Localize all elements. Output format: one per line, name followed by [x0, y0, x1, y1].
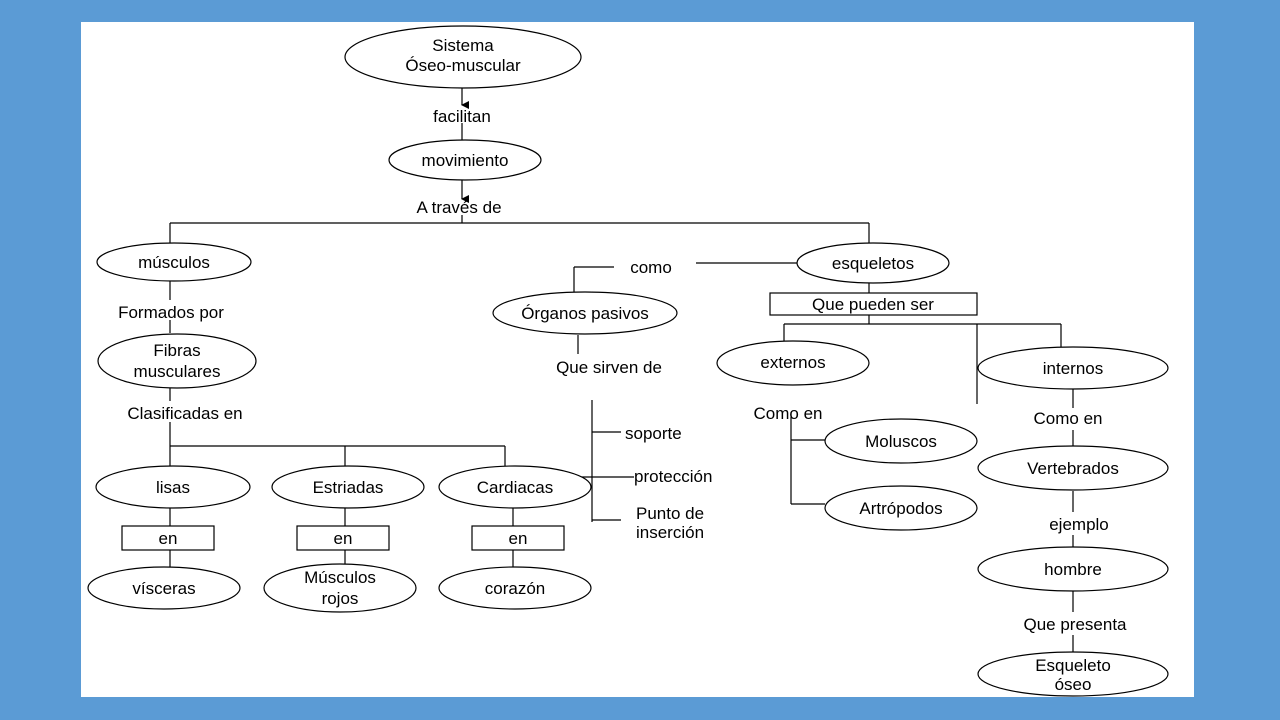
- link-que-presenta: Que presenta: [1023, 615, 1127, 634]
- box-en-estriadas-label: en: [334, 529, 353, 548]
- node-hombre-label: hombre: [1044, 560, 1102, 579]
- link-a-traves-de: A través de: [416, 198, 501, 217]
- link-facilitan: facilitan: [433, 107, 491, 126]
- node-esqueleto-oseo-line2: óseo: [1055, 675, 1092, 694]
- node-internos-label: internos: [1043, 359, 1103, 378]
- link-como-en-externos: Como en: [754, 404, 823, 423]
- box-que-pueden-ser: Que pueden ser: [769, 292, 978, 316]
- node-sistema-oseo-muscular: Sistema Óseo-muscular: [344, 25, 582, 89]
- node-organos-pasivos: Órganos pasivos: [492, 291, 678, 335]
- function-soporte: soporte: [625, 424, 682, 443]
- box-en-lisas-label: en: [159, 529, 178, 548]
- node-externos-label: externos: [760, 353, 825, 372]
- node-vertebrados-label: Vertebrados: [1027, 459, 1119, 478]
- node-lisas: lisas: [95, 465, 251, 509]
- node-corazon-label: corazón: [485, 579, 545, 598]
- node-visceras: vísceras: [87, 566, 241, 610]
- node-visceras-label: vísceras: [132, 579, 195, 598]
- node-artropodos: Artrópodos: [824, 485, 978, 531]
- link-clasificadas-en: Clasificadas en: [127, 404, 242, 423]
- node-cardiacas: Cardiacas: [438, 465, 592, 509]
- link-ejemplo: ejemplo: [1049, 515, 1109, 534]
- box-en-cardiacas-label: en: [509, 529, 528, 548]
- node-musculos-label: músculos: [138, 253, 210, 272]
- box-que-pueden-ser-label: Que pueden ser: [812, 295, 934, 314]
- link-formados-por: Formados por: [118, 303, 224, 322]
- node-lisas-label: lisas: [156, 478, 190, 497]
- node-esqueletos: esqueletos: [796, 242, 950, 284]
- node-hombre: hombre: [977, 546, 1169, 592]
- node-moluscos-label: Moluscos: [865, 432, 937, 451]
- connector-lines: [169, 87, 1074, 652]
- node-cardiacas-label: Cardiacas: [477, 478, 554, 497]
- node-esqueleto-oseo-line1: Esqueleto: [1035, 656, 1111, 675]
- node-externos: externos: [716, 340, 870, 386]
- box-en-cardiacas: en: [471, 525, 565, 551]
- function-punto-insercion-line1: Punto de: [636, 504, 704, 523]
- node-corazon: corazón: [438, 566, 592, 610]
- node-movimiento: movimiento: [388, 139, 542, 181]
- node-moluscos: Moluscos: [824, 418, 978, 464]
- node-artropodos-label: Artrópodos: [859, 499, 942, 518]
- concept-map: facilitan A través de Formados por Clasi…: [87, 25, 1169, 697]
- node-fibras-musculares: Fibras musculares: [97, 333, 257, 389]
- node-estriadas-label: Estriadas: [313, 478, 384, 497]
- node-internos: internos: [977, 346, 1169, 390]
- node-musculos-rojos: Músculos rojos: [263, 563, 417, 613]
- node-organos-pasivos-label: Órganos pasivos: [521, 304, 649, 323]
- node-esqueletos-label: esqueletos: [832, 254, 914, 273]
- link-como: como: [630, 258, 672, 277]
- node-sistema-line1: Sistema: [432, 36, 494, 55]
- node-fibras-line1: Fibras: [153, 341, 200, 360]
- box-en-lisas: en: [121, 525, 215, 551]
- concept-map-panel: facilitan A través de Formados por Clasi…: [81, 22, 1194, 697]
- function-proteccion: protección: [634, 467, 712, 486]
- link-como-en-internos: Como en: [1034, 409, 1103, 428]
- box-en-estriadas: en: [296, 525, 390, 551]
- node-musculos: músculos: [96, 242, 252, 282]
- node-fibras-line2: musculares: [134, 362, 221, 381]
- function-punto-insercion-line2: inserción: [636, 523, 704, 542]
- node-esqueleto-oseo: Esqueleto óseo: [977, 651, 1169, 697]
- node-vertebrados: Vertebrados: [977, 445, 1169, 491]
- node-estriadas: Estriadas: [271, 465, 425, 509]
- node-sistema-line2: Óseo-muscular: [405, 56, 521, 75]
- node-musculos-rojos-line2: rojos: [322, 589, 359, 608]
- node-musculos-rojos-line1: Músculos: [304, 568, 376, 587]
- node-movimiento-label: movimiento: [422, 151, 509, 170]
- link-que-sirven-de: Que sirven de: [556, 358, 662, 377]
